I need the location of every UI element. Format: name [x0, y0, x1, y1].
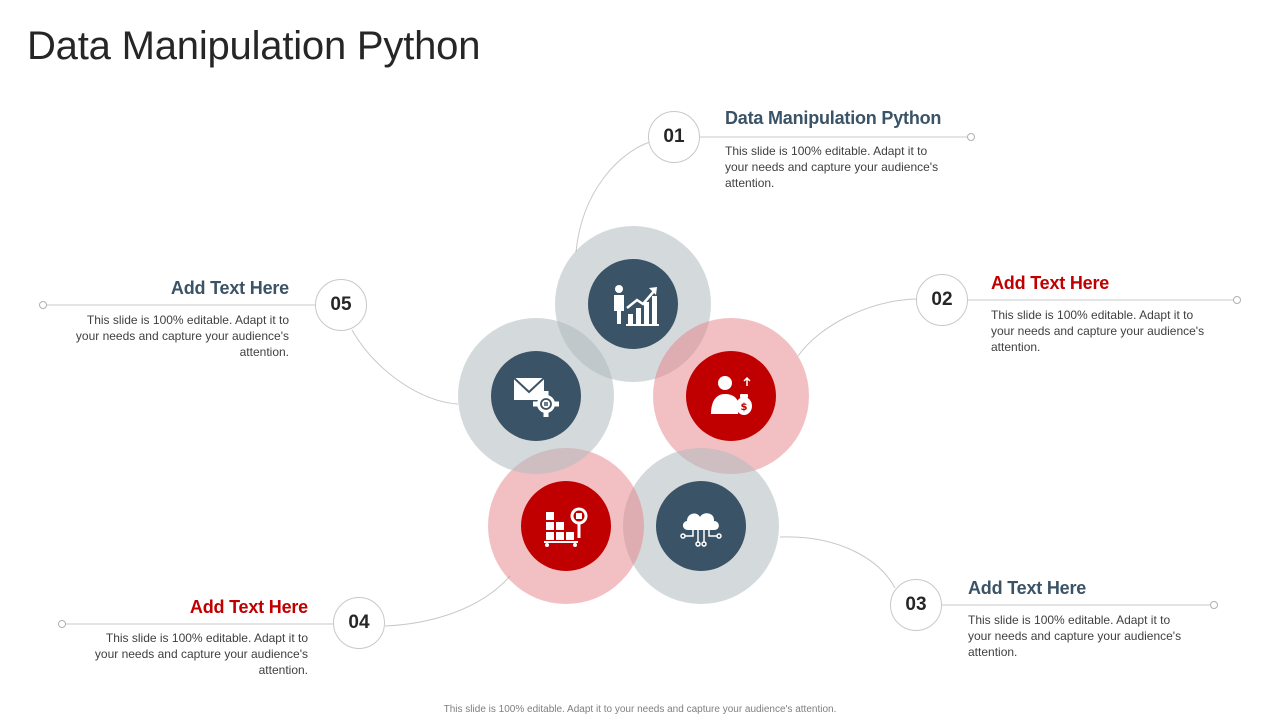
- step-number-03: 03: [890, 579, 942, 631]
- item-03-body: This slide is 100% editable. Adapt it to…: [968, 613, 1182, 659]
- item-02-body: This slide is 100% editable. Adapt it to…: [991, 308, 1205, 354]
- step-number-02: 02: [916, 274, 968, 326]
- item-04-heading: Add Text Here: [189, 597, 308, 617]
- core-04: [521, 481, 611, 571]
- item-03-heading: Add Text Here: [968, 578, 1087, 598]
- item-05-body: This slide is 100% editable. Adapt it to…: [75, 313, 289, 359]
- step-number-04: 04: [333, 597, 385, 649]
- cloud-network-icon: [680, 513, 722, 547]
- slide-footer: This slide is 100% editable. Adapt it to…: [443, 704, 837, 715]
- core-05: [491, 351, 581, 441]
- slide-title: Data Manipulation Python: [27, 24, 481, 68]
- item-02-heading: Add Text Here: [991, 273, 1110, 293]
- core-03: [656, 481, 746, 571]
- inventory-search-icon: [544, 507, 588, 547]
- mail-gear-icon: [513, 377, 559, 417]
- core-02: $: [686, 351, 776, 441]
- growth-chart-person-icon: [614, 285, 659, 326]
- item-01-heading: Data Manipulation Python: [725, 108, 942, 128]
- svg-text:$: $: [741, 402, 748, 413]
- item-04-body: This slide is 100% editable. Adapt it to…: [94, 631, 308, 677]
- item-05-heading: Add Text Here: [170, 278, 289, 298]
- step-number-01: 01: [648, 111, 700, 163]
- step-number-05: 05: [315, 279, 367, 331]
- item-01-body: This slide is 100% editable. Adapt it to…: [725, 144, 939, 190]
- core-01: [588, 259, 678, 349]
- person-money-bag-icon: $: [711, 376, 752, 415]
